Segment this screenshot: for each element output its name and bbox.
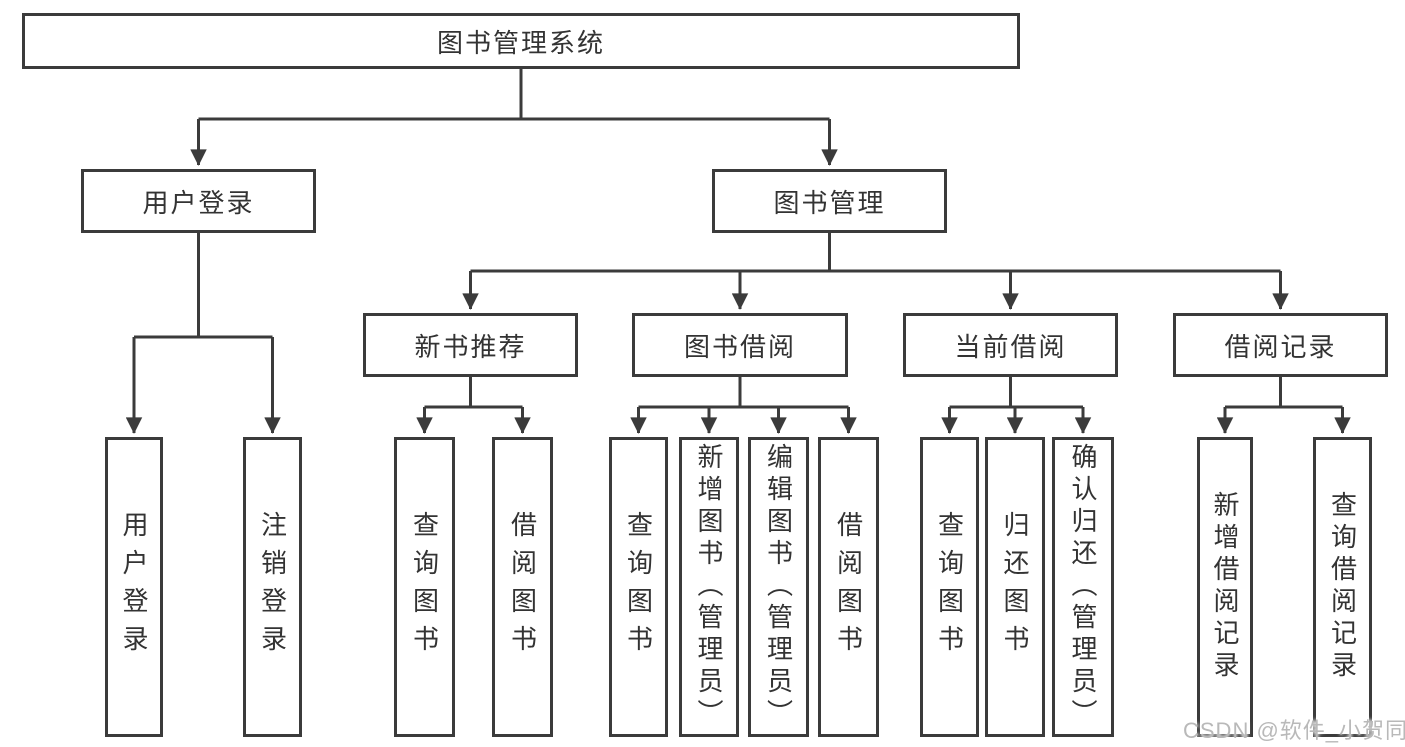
node-user-login-label: 用户登录 xyxy=(142,187,255,218)
node-book-borrow: 图书借阅 xyxy=(632,313,848,377)
leaf-user-login: 用户登录 xyxy=(105,437,163,737)
node-book-borrow-label: 图书借阅 xyxy=(683,331,796,362)
leaf-user-login-label: 用户登录 xyxy=(119,511,149,663)
connector-user-login-children xyxy=(125,233,281,434)
connector-root-to-level2 xyxy=(190,69,838,166)
node-new-book-recommend: 新书推荐 xyxy=(363,313,578,377)
leaf-current-confirm-return-admin: 确认归还（管理员） xyxy=(1052,437,1114,737)
leaf-current-return-book: 归还图书 xyxy=(985,437,1045,737)
leaf-records-query-record-label: 查询借阅记录 xyxy=(1327,491,1358,683)
connector-records-children xyxy=(1216,377,1351,434)
leaf-borrow-edit-book-admin-label: 编辑图书（管理员） xyxy=(763,443,794,731)
connector-borrow-children xyxy=(630,377,857,434)
node-current-borrow-label: 当前借阅 xyxy=(954,331,1067,362)
connector-book-management-children xyxy=(462,233,1289,310)
leaf-logout-login-label: 注销登录 xyxy=(257,511,288,663)
leaf-records-add-record-label: 新增借阅记录 xyxy=(1210,491,1240,683)
leaf-borrow-query-book-label: 查询图书 xyxy=(623,511,654,663)
node-book-management: 图书管理 xyxy=(712,169,947,233)
csdn-watermark: CSDN @软件_小贺同学 xyxy=(1183,718,1405,743)
leaf-current-query-book-label: 查询图书 xyxy=(934,511,965,663)
leaf-borrow-borrow-book: 借阅图书 xyxy=(818,437,879,737)
leaf-current-confirm-return-admin-label: 确认归还（管理员） xyxy=(1068,443,1098,731)
node-current-borrow: 当前借阅 xyxy=(903,313,1118,377)
leaf-current-return-book-label: 归还图书 xyxy=(1000,511,1030,663)
leaf-records-add-record: 新增借阅记录 xyxy=(1197,437,1253,737)
leaf-records-query-record: 查询借阅记录 xyxy=(1313,437,1372,737)
leaf-recommend-borrow-book: 借阅图书 xyxy=(492,437,553,737)
leaf-recommend-borrow-book-label: 借阅图书 xyxy=(507,511,538,663)
connector-recommend-children xyxy=(416,377,531,434)
node-borrow-records: 借阅记录 xyxy=(1173,313,1388,377)
leaf-recommend-query-book: 查询图书 xyxy=(394,437,455,737)
leaf-borrow-edit-book-admin: 编辑图书（管理员） xyxy=(748,437,809,737)
leaf-borrow-add-book-admin-label: 新增图书（管理员） xyxy=(694,443,724,731)
node-library-system-label: 图书管理系统 xyxy=(436,27,605,58)
connector-current-children xyxy=(941,377,1092,434)
node-new-book-recommend-label: 新书推荐 xyxy=(414,331,527,362)
node-book-management-label: 图书管理 xyxy=(773,187,886,218)
node-user-login: 用户登录 xyxy=(81,169,316,233)
leaf-borrow-query-book: 查询图书 xyxy=(609,437,668,737)
leaf-borrow-add-book-admin: 新增图书（管理员） xyxy=(679,437,739,737)
leaf-logout-login: 注销登录 xyxy=(243,437,302,737)
leaf-recommend-query-book-label: 查询图书 xyxy=(409,511,440,663)
leaf-current-query-book: 查询图书 xyxy=(920,437,979,737)
node-borrow-records-label: 借阅记录 xyxy=(1224,331,1337,362)
node-library-system: 图书管理系统 xyxy=(22,13,1020,69)
leaf-borrow-borrow-book-label: 借阅图书 xyxy=(833,511,864,663)
